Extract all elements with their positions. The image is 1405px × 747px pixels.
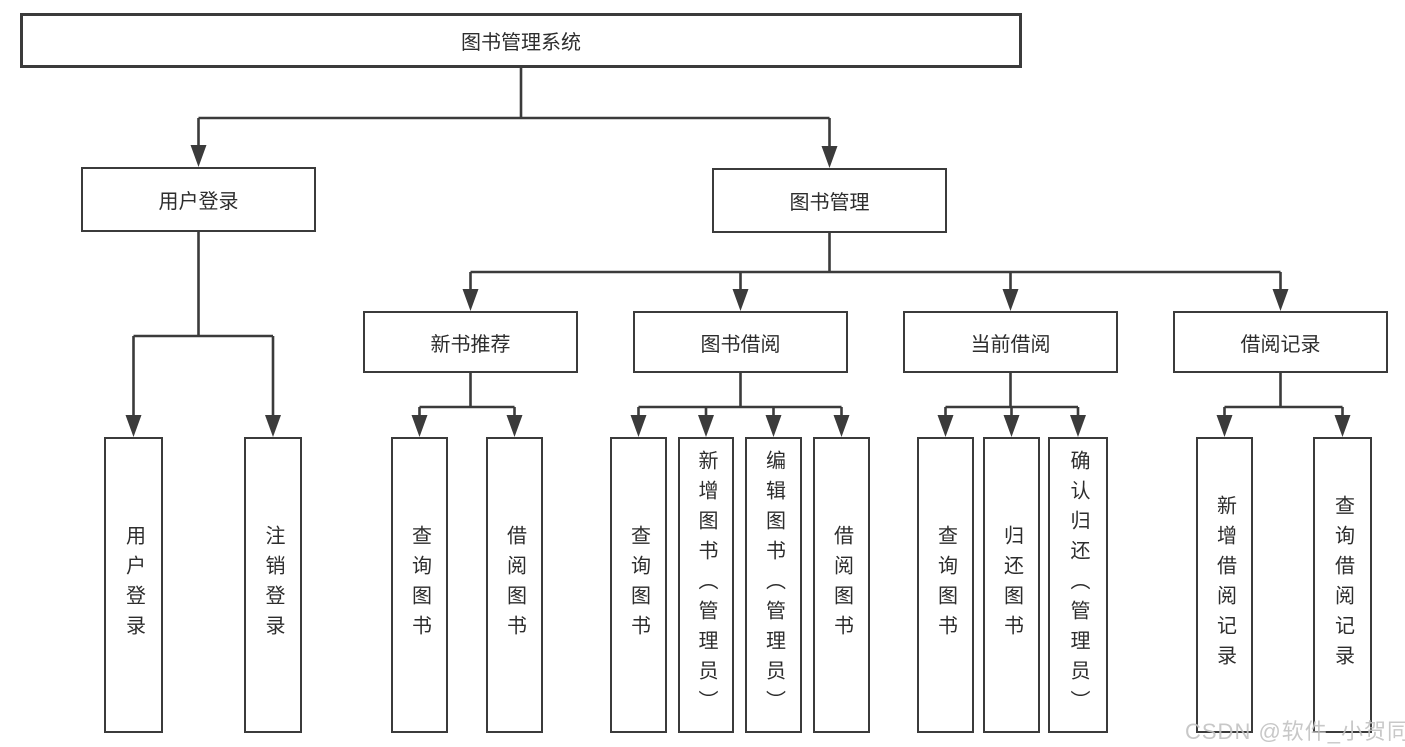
leaf-query-books-1: 查询图书 [391,437,448,733]
leaf-user-login: 用户登录 [104,437,163,733]
leaf-borrow-books-2-label: 借阅图书 [830,525,853,645]
leaf-edit-book-admin: 编辑图书（管理员） [745,437,802,733]
node-new-book-recommendation-label: 新书推荐 [430,333,511,356]
leaf-confirm-return-admin-label: 确认归还（管理员） [1067,450,1089,720]
leaf-user-login-label: 用户登录 [122,525,145,645]
leaf-query-books-1-label: 查询图书 [408,525,431,645]
node-borrowing-records-label: 借阅记录 [1240,333,1321,356]
node-book-management-label: 图书管理 [789,192,870,214]
node-user-login: 用户登录 [81,167,316,232]
node-book-borrowing-label: 图书借阅 [700,333,781,356]
leaf-query-borrow-record: 查询借阅记录 [1313,437,1372,733]
leaf-return-books-label: 归还图书 [1000,525,1023,645]
leaf-add-borrow-record-label: 新增借阅记录 [1213,495,1236,675]
leaf-edit-book-admin-label: 编辑图书（管理员） [762,450,785,720]
leaf-add-borrow-record: 新增借阅记录 [1196,437,1253,733]
node-new-book-recommendation: 新书推荐 [363,311,578,373]
node-book-borrowing: 图书借阅 [633,311,848,373]
node-book-management: 图书管理 [712,168,947,233]
node-current-borrowing-label: 当前借阅 [970,333,1051,356]
node-root: 图书管理系统 [20,13,1022,68]
leaf-logout: 注销登录 [244,437,302,733]
node-root-label: 图书管理系统 [461,32,581,54]
leaf-logout-label: 注销登录 [262,525,284,645]
leaf-query-books-2: 查询图书 [610,437,667,733]
node-user-login-label: 用户登录 [158,191,239,213]
node-current-borrowing: 当前借阅 [903,311,1118,373]
leaf-query-books-2-label: 查询图书 [627,525,650,645]
leaf-borrow-books-2: 借阅图书 [813,437,870,733]
leaf-query-books-3-label: 查询图书 [934,525,957,645]
node-borrowing-records: 借阅记录 [1173,311,1388,373]
leaf-confirm-return-admin: 确认归还（管理员） [1048,437,1108,733]
leaf-borrow-books-1-label: 借阅图书 [503,525,526,645]
leaf-query-borrow-record-label: 查询借阅记录 [1331,495,1354,675]
leaf-borrow-books-1: 借阅图书 [486,437,543,733]
leaf-return-books: 归还图书 [983,437,1040,733]
leaf-add-book-admin: 新增图书（管理员） [678,437,734,733]
leaf-query-books-3: 查询图书 [917,437,974,733]
csdn-watermark: CSDN @软件_小贺同学 [1185,719,1405,744]
leaf-add-book-admin-label: 新增图书（管理员） [695,450,717,720]
